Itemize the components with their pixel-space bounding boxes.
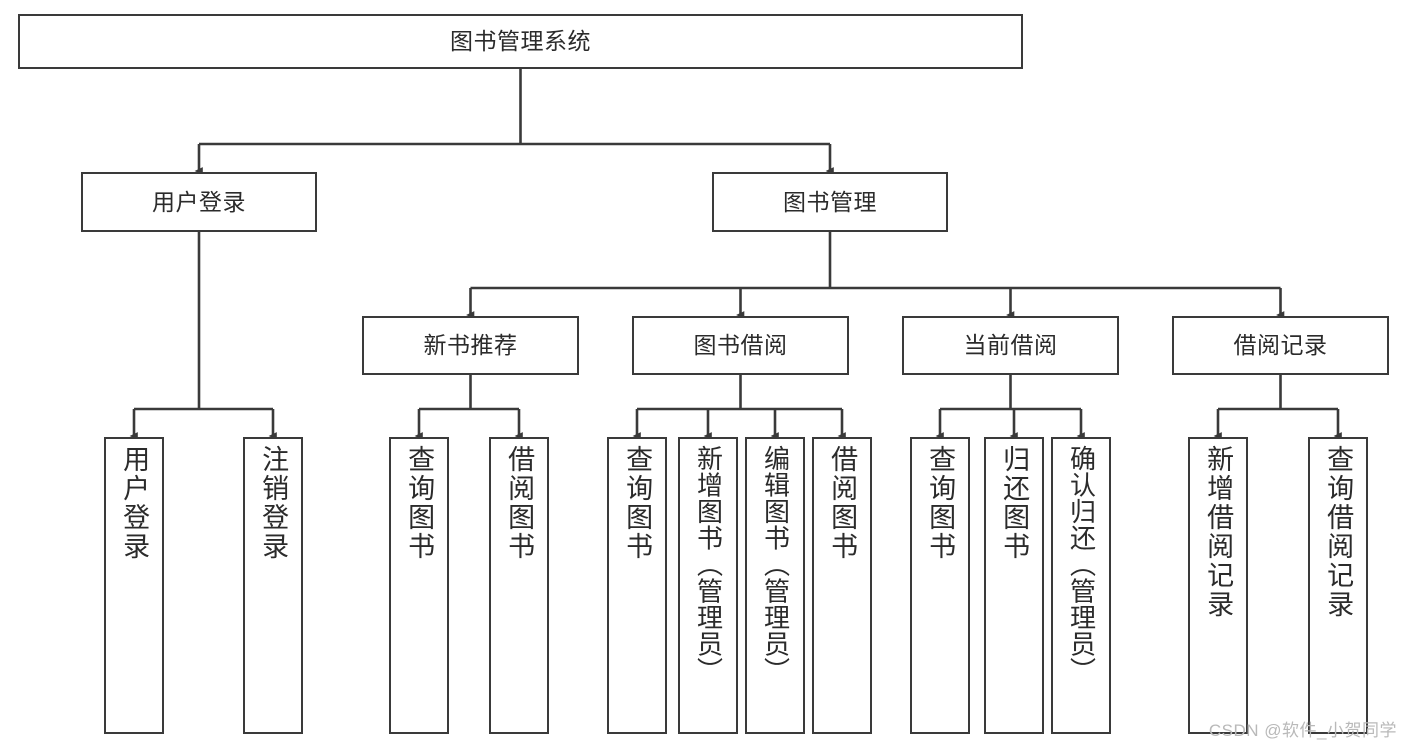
node-leaf-edit-book: 编辑图书（管理员） — [745, 437, 805, 734]
node-leaf-user-login: 用户登录 — [104, 437, 164, 734]
node-leaf-query-book-2: 查询图书 — [607, 437, 667, 734]
node-label: 借阅记录 — [1233, 332, 1328, 359]
node-label: 借阅图书 — [827, 445, 858, 561]
node-label: 注销登录 — [258, 445, 289, 561]
node-user-login: 用户登录 — [81, 172, 317, 232]
node-label: 查询借阅记录 — [1323, 445, 1354, 619]
node-label: 用户登录 — [152, 188, 246, 215]
node-label: 图书管理 — [783, 188, 877, 215]
node-leaf-query-book-1: 查询图书 — [389, 437, 449, 734]
node-label: 查询图书 — [925, 445, 956, 561]
node-label: 图书管理系统 — [450, 28, 591, 55]
node-leaf-add-book: 新增图书（管理员） — [678, 437, 738, 734]
node-book-borrow: 图书借阅 — [632, 316, 849, 375]
node-label: 借阅图书 — [504, 445, 535, 561]
node-label: 新增借阅记录 — [1203, 445, 1234, 619]
node-leaf-borrow-book-1: 借阅图书 — [489, 437, 549, 734]
node-label: 新书推荐 — [423, 332, 518, 359]
node-label: 新增图书（管理员） — [693, 445, 724, 684]
node-leaf-user-logout: 注销登录 — [243, 437, 303, 734]
node-new-book-recommend: 新书推荐 — [362, 316, 579, 375]
node-leaf-query-record: 查询借阅记录 — [1308, 437, 1368, 734]
node-leaf-query-book-3: 查询图书 — [910, 437, 970, 734]
node-label: 编辑图书（管理员） — [760, 445, 791, 684]
node-current-borrow: 当前借阅 — [902, 316, 1119, 375]
node-leaf-borrow-book-2: 借阅图书 — [812, 437, 872, 734]
node-label: 图书借阅 — [693, 332, 788, 359]
node-label: 归还图书 — [999, 445, 1030, 561]
node-root: 图书管理系统 — [18, 14, 1023, 69]
node-label: 用户登录 — [119, 445, 150, 561]
node-leaf-return-book: 归还图书 — [984, 437, 1044, 734]
node-label: 确认归还（管理员） — [1066, 445, 1097, 684]
node-leaf-add-record: 新增借阅记录 — [1188, 437, 1248, 734]
node-label: 查询图书 — [622, 445, 653, 561]
node-book-management: 图书管理 — [712, 172, 948, 232]
node-label: 当前借阅 — [963, 332, 1058, 359]
watermark-text: CSDN @软件_小贺同学 — [1208, 721, 1397, 740]
node-label: 查询图书 — [404, 445, 435, 561]
node-borrow-record: 借阅记录 — [1172, 316, 1389, 375]
node-leaf-confirm-return: 确认归还（管理员） — [1051, 437, 1111, 734]
